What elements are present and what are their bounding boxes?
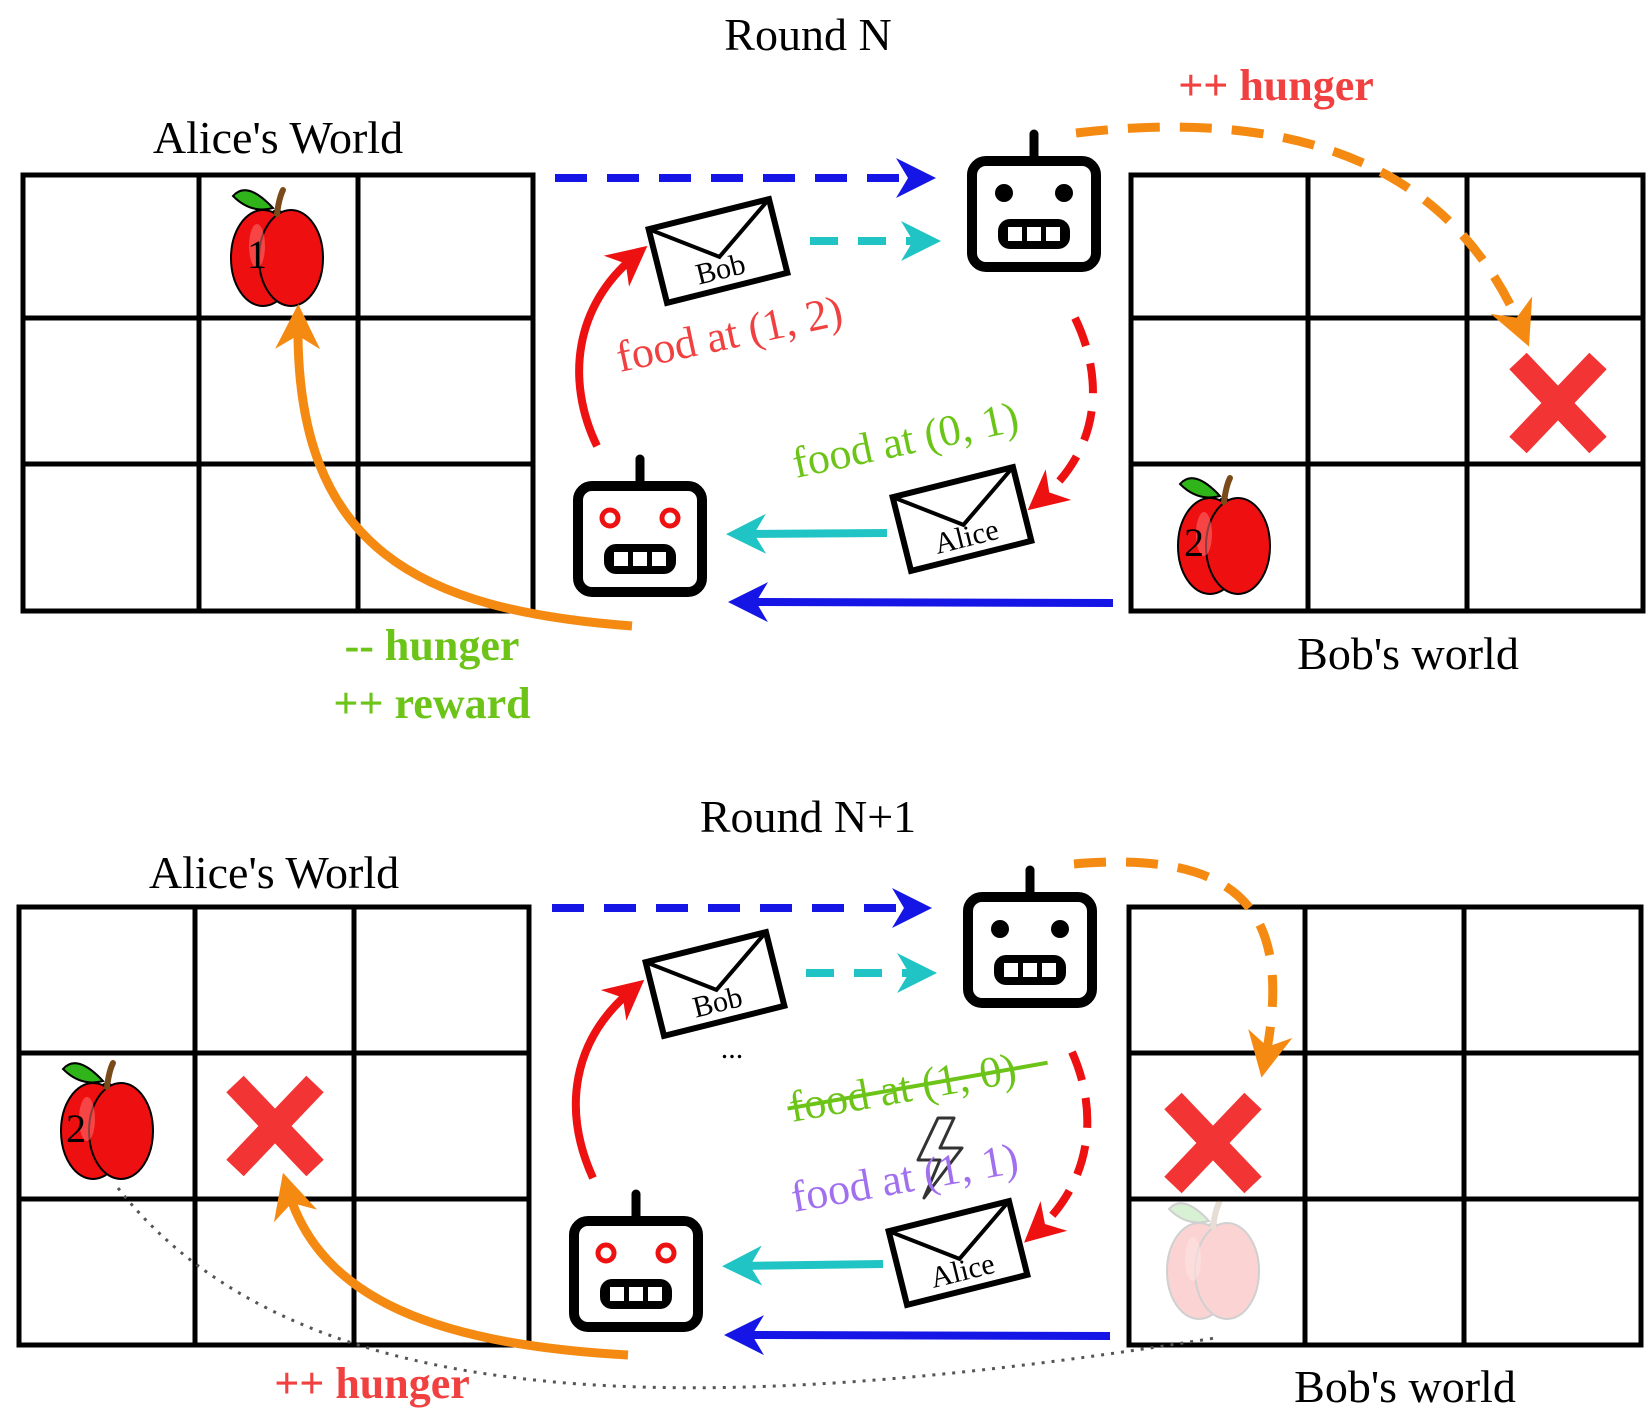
bob-world-label: Bob's world <box>1294 1361 1516 1412</box>
hunger-effect: ++ hunger <box>274 1359 470 1408</box>
faded-apple-icon <box>1167 1203 1259 1319</box>
bob-grid <box>1126 904 1644 1348</box>
apple-number: 1 <box>247 232 267 277</box>
message-text: food at (1, 2) <box>612 286 847 382</box>
hunger-effect: -- hunger <box>345 621 520 670</box>
x-mark-icon <box>235 1084 315 1168</box>
x-mark-icon <box>1518 361 1598 445</box>
orange-arrow <box>273 1172 629 1360</box>
orange-dashed-arrow <box>1075 122 1533 347</box>
cyan-arrow <box>722 1245 884 1286</box>
robot-icon <box>578 459 702 592</box>
envelope-icon: Bob <box>649 199 788 303</box>
alice-grid <box>16 904 532 1348</box>
envelope-icon: Alice <box>893 467 1032 571</box>
blue-arrow <box>724 1315 1111 1356</box>
x-mark-icon <box>1173 1101 1253 1185</box>
reward-effect: ++ reward <box>333 679 530 728</box>
red-dashed-arrow <box>1027 316 1097 511</box>
cyan-arrow <box>726 513 888 554</box>
blue-arrow <box>728 582 1114 623</box>
struck-message: food at (1, 0) <box>785 1044 1048 1132</box>
robot-icon <box>968 870 1092 1003</box>
red-dashed-arrow <box>1024 1050 1092 1243</box>
ellipsis: ... <box>721 1032 744 1065</box>
dotted-connector <box>116 1187 1216 1390</box>
envelope-icon: Bob <box>646 932 785 1036</box>
apple-number: 2 <box>66 1106 86 1151</box>
red-arrow <box>572 979 645 1180</box>
alice-world-label: Alice's World <box>149 847 399 898</box>
orange-arrow <box>275 304 633 631</box>
orange-dashed-arrow <box>1073 857 1293 1078</box>
round-title: Round N+1 <box>700 791 916 842</box>
robot-icon <box>574 1194 698 1327</box>
envelope-icon: Alice <box>889 1201 1028 1305</box>
hunger-effect: ++ hunger <box>1178 61 1374 110</box>
red-arrow <box>575 245 648 448</box>
alice-world-label: Alice's World <box>153 112 403 163</box>
apple-icon <box>231 190 323 306</box>
apple-number: 2 <box>1184 520 1204 565</box>
alice-grid <box>20 172 536 614</box>
bob-world-label: Bob's world <box>1297 628 1519 679</box>
round-title: Round N <box>724 9 891 60</box>
lightning-icon <box>916 1116 964 1200</box>
robot-icon <box>972 134 1096 267</box>
